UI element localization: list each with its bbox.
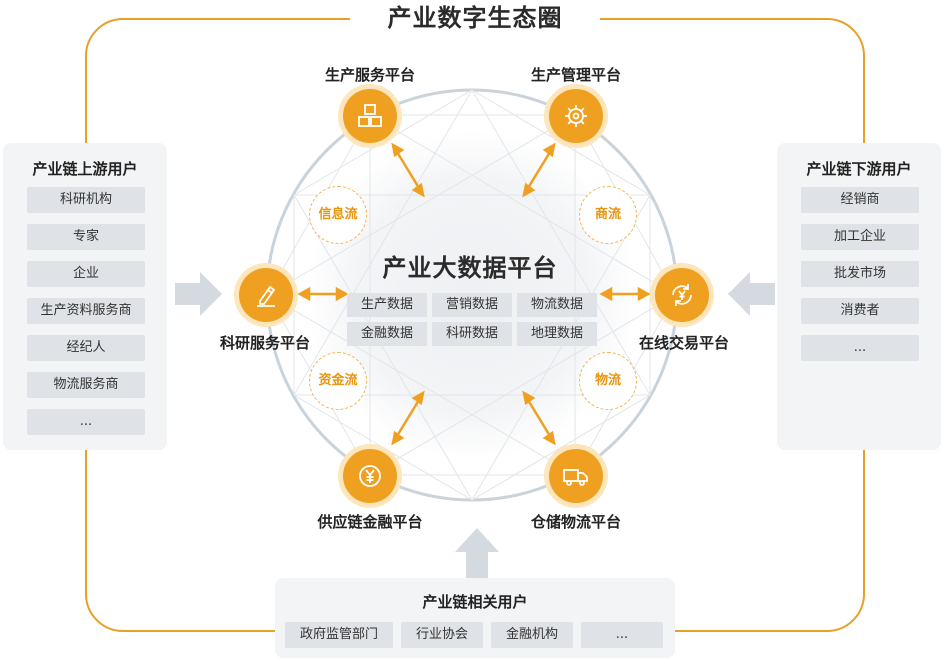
- upstream-item: 专家: [27, 224, 145, 250]
- related-item: ...: [581, 622, 663, 648]
- data-tag-geography: 地理数据: [517, 322, 597, 346]
- related-arrow: [455, 528, 499, 580]
- data-tag-production: 生产数据: [347, 293, 427, 317]
- arrow-production-service: [391, 142, 425, 198]
- page-title: 产业数字生态圈: [350, 0, 600, 36]
- data-tag-research: 科研数据: [432, 322, 512, 346]
- platform-label-warehouse-logistics: 仓储物流平台: [530, 513, 621, 531]
- upstream-item: ...: [27, 409, 145, 435]
- upstream-arrow: [175, 272, 222, 316]
- arrow-supply-chain-finance: [391, 390, 425, 446]
- arrow-warehouse-logistics: [522, 390, 556, 446]
- yuan-exchange-icon: [655, 268, 709, 322]
- upstream-item: 经纪人: [27, 335, 145, 361]
- related-item: 金融机构: [491, 622, 573, 648]
- flow-information: 信息流: [309, 186, 367, 244]
- arrow-production-management: [522, 142, 556, 198]
- downstream-item: 经销商: [801, 187, 919, 213]
- data-tag-marketing: 营销数据: [432, 293, 512, 317]
- platform-label-online-trading: 在线交易平台: [638, 334, 729, 352]
- platform-label-research-service: 科研服务平台: [219, 334, 310, 352]
- data-tag-finance: 金融数据: [347, 322, 427, 346]
- truck-icon: [549, 449, 603, 503]
- flow-business: 商流: [579, 186, 637, 244]
- related-panel-title: 产业链相关用户: [422, 593, 528, 611]
- gear-icon: [549, 89, 603, 143]
- related-item: 政府监管部门: [285, 622, 393, 648]
- upstream-panel: 产业链上游用户 科研机构 专家 企业 生产资料服务商 经纪人 物流服务商 ...: [3, 143, 167, 450]
- platform-label-production-management: 生产管理平台: [530, 66, 621, 84]
- connection-arrows: [297, 142, 651, 446]
- upstream-item: 企业: [27, 261, 145, 287]
- center-platform-title: 产业大数据平台: [382, 254, 558, 282]
- downstream-panel-title: 产业链下游用户: [806, 160, 912, 178]
- arrow-online-trading: [599, 286, 651, 302]
- related-item: 行业协会: [401, 622, 483, 648]
- downstream-item: 加工企业: [801, 224, 919, 250]
- upstream-panel-title: 产业链上游用户: [32, 160, 138, 178]
- downstream-item: 批发市场: [801, 261, 919, 287]
- downstream-panel: 产业链下游用户 经销商 加工企业 批发市场 消费者 ...: [777, 143, 941, 450]
- platform-label-production-service: 生产服务平台: [324, 66, 415, 84]
- downstream-item: ...: [801, 335, 919, 361]
- pen-icon: [239, 268, 293, 322]
- panel-arrows: [175, 272, 775, 580]
- upstream-item: 科研机构: [27, 187, 145, 213]
- upstream-item: 生产资料服务商: [27, 298, 145, 324]
- flow-capital: 资金流: [309, 352, 367, 410]
- data-tag-logistics: 物流数据: [517, 293, 597, 317]
- arrow-research-service: [297, 286, 349, 302]
- upstream-item: 物流服务商: [27, 372, 145, 398]
- boxes-icon: [343, 89, 397, 143]
- related-panel: 产业链相关用户 政府监管部门 行业协会 金融机构 ...: [275, 578, 675, 658]
- downstream-item: 消费者: [801, 298, 919, 324]
- downstream-arrow: [728, 272, 775, 316]
- yuan-coin-icon: [343, 449, 397, 503]
- flow-logistics: 物流: [579, 352, 637, 410]
- platform-label-supply-chain-finance: 供应链金融平台: [317, 513, 423, 531]
